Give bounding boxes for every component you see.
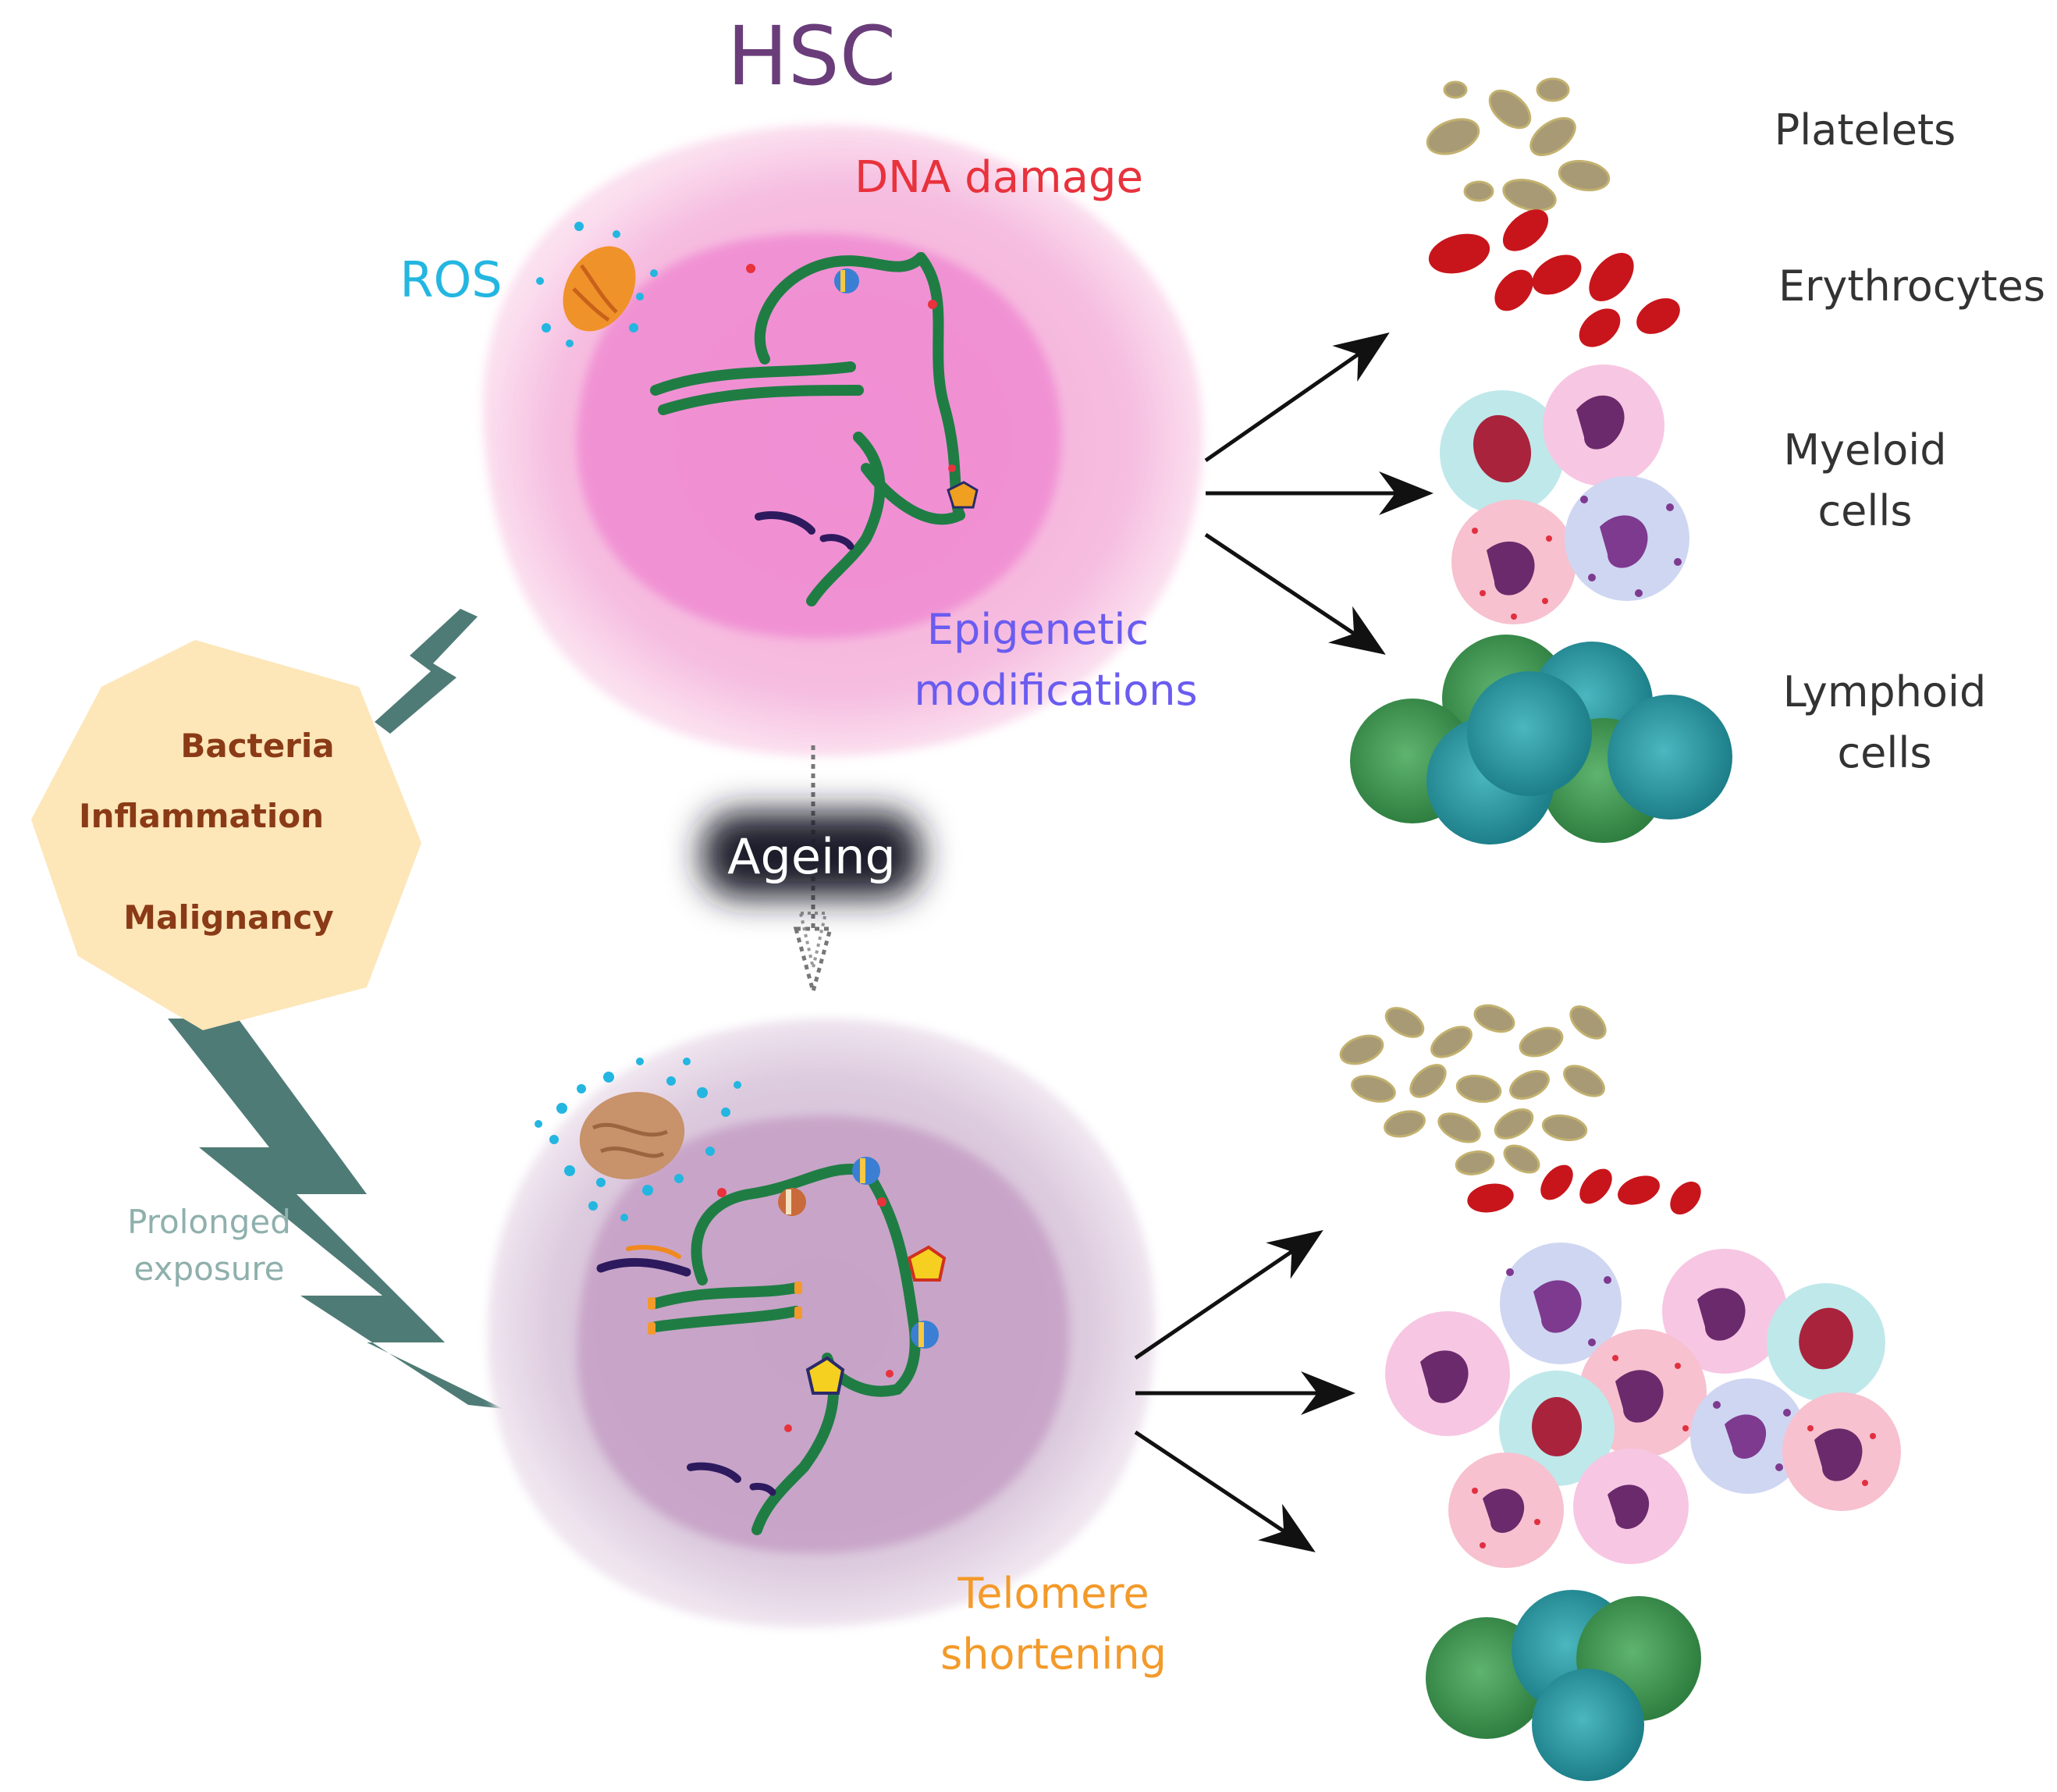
aged-lymphoid-cells xyxy=(1426,1590,1701,1781)
young-cell-nucleus xyxy=(577,233,1061,639)
young-dna-damage-marks xyxy=(746,264,956,472)
young-lymphoid-cells xyxy=(1350,635,1732,844)
telomere-label-line1: Telomere xyxy=(957,1569,1149,1618)
stressor-heptagon xyxy=(31,640,421,1030)
aged-lineage-arrows xyxy=(1134,1230,1355,1552)
label-platelets: Platelets xyxy=(1775,105,1956,155)
young-lineage-arrows xyxy=(1204,332,1434,655)
exposure-label-line2: exposure xyxy=(134,1250,285,1288)
aged-dna-damage-marks xyxy=(717,1188,893,1432)
young-hsc-cell xyxy=(482,124,1203,757)
aged-arrow-erythrocytes xyxy=(1134,1230,1323,1360)
aged-telomeres xyxy=(648,1282,802,1335)
aged-erythrocytes xyxy=(1467,1164,1701,1215)
label-erythrocytes: Erythrocytes xyxy=(1778,261,2045,311)
young-platelets xyxy=(1426,77,1611,212)
label-myeloid-line1: Myeloid xyxy=(1783,425,1946,475)
upper-lightning-bolt xyxy=(375,609,478,734)
label-lymphoid-line2: cells xyxy=(1837,728,1931,777)
aged-hsc-cell xyxy=(487,1018,1156,1628)
aged-ros-dots xyxy=(535,1058,741,1221)
young-mitochondrion xyxy=(563,246,636,332)
aged-platelets xyxy=(1339,1004,1607,1175)
stressor-inflammation: Inflammation xyxy=(79,797,324,835)
young-epigenetic-marks xyxy=(755,268,979,550)
young-myeloid-cells xyxy=(1440,364,1689,624)
ageing-label: Ageing xyxy=(727,828,896,885)
epigenetic-label-line1: Epigenetic xyxy=(927,605,1149,654)
label-myeloid-line2: cells xyxy=(1817,486,1912,535)
stressor-bacteria: Bacteria xyxy=(180,727,334,765)
young-ros-dots xyxy=(536,222,658,347)
ros-label: ROS xyxy=(400,251,502,308)
stressor-malignancy: Malignancy xyxy=(123,898,333,937)
hsc-title: HSC xyxy=(727,9,897,104)
aged-epigenetic-marks xyxy=(596,1157,947,1496)
young-arrow-lymphoid xyxy=(1204,532,1386,655)
exposure-label-line1: Prolonged xyxy=(127,1203,291,1241)
telomere-label-line2: shortening xyxy=(940,1630,1167,1679)
aged-arrow-lymphoid xyxy=(1134,1430,1316,1552)
dna-damage-label: DNA damage xyxy=(854,152,1143,203)
aged-mitochondrion xyxy=(579,1092,685,1179)
label-lymphoid-line1: Lymphoid xyxy=(1783,667,1987,716)
young-arrow-erythrocytes xyxy=(1204,332,1390,463)
aged-dna-strands xyxy=(650,1164,921,1535)
epigenetic-label-line2: modifications xyxy=(914,666,1197,715)
aged-myeloid-cells xyxy=(1385,1243,1901,1568)
lower-lightning-bolt xyxy=(168,1019,503,1409)
ageing-arrow xyxy=(793,745,833,999)
young-erythrocytes xyxy=(1428,209,1680,347)
ageing-badge: Ageing xyxy=(702,812,921,898)
